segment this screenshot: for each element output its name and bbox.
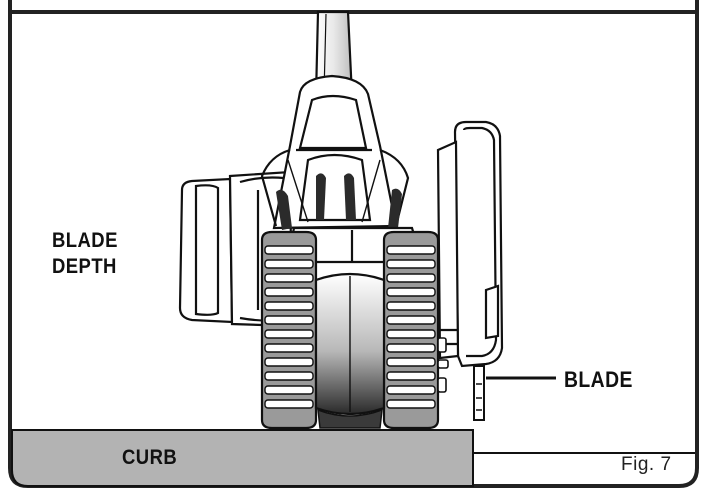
side-hardware [437, 337, 449, 393]
blade-depth-line2: DEPTH [52, 255, 117, 278]
vent-slots [276, 173, 402, 230]
blade-guard [436, 120, 504, 368]
right-wheel [382, 230, 440, 430]
blade-depth-line1: BLADE [52, 229, 118, 252]
blade [473, 365, 485, 421]
upper-body [260, 74, 410, 230]
blade-depth-label: BLADE DEPTH [52, 228, 118, 280]
curb [11, 429, 474, 487]
curb-label: CURB [122, 446, 178, 469]
left-wheel [260, 230, 318, 430]
blade-label: BLADE [564, 367, 633, 392]
center-hub [314, 272, 386, 429]
figure-number: Fig. 7 [621, 454, 672, 475]
